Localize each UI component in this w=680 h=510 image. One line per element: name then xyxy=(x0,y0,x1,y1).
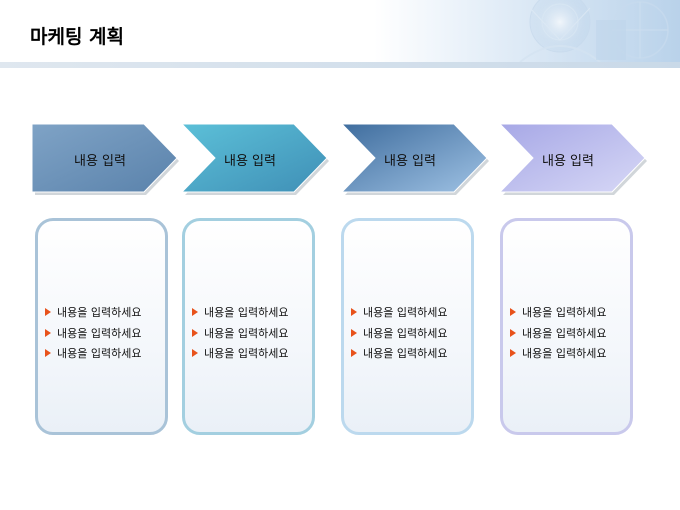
list-item: 내용을 입력하세요 xyxy=(510,302,606,323)
triangle-bullet-icon xyxy=(510,349,516,358)
triangle-bullet-icon xyxy=(45,308,51,317)
list-item-text: 내용을 입력하세요 xyxy=(204,326,289,340)
step-arrow-2: 내용 입력 xyxy=(182,124,330,196)
list-item-text: 내용을 입력하세요 xyxy=(522,306,607,320)
triangle-bullet-icon xyxy=(192,349,198,358)
list-item: 내용을 입력하세요 xyxy=(351,343,447,364)
header-banner xyxy=(0,0,680,68)
arrow-shape xyxy=(182,124,328,193)
list-item: 내용을 입력하세요 xyxy=(192,302,288,323)
list-item-text: 내용을 입력하세요 xyxy=(363,326,448,340)
step-label: 내용 입력 xyxy=(384,154,436,169)
content-box-2: 내용을 입력하세요 내용을 입력하세요 내용을 입력하세요 xyxy=(182,218,315,435)
list-item-text: 내용을 입력하세요 xyxy=(363,347,448,361)
bullet-list: 내용을 입력하세요 내용을 입력하세요 내용을 입력하세요 xyxy=(192,302,288,364)
list-item: 내용을 입력하세요 xyxy=(192,323,288,344)
chevron-arrow-icon xyxy=(500,124,647,195)
bullet-list: 내용을 입력하세요 내용을 입력하세요 내용을 입력하세요 xyxy=(510,302,606,364)
triangle-bullet-icon xyxy=(351,328,357,337)
list-item-text: 내용을 입력하세요 xyxy=(522,326,607,340)
bullet-list: 내용을 입력하세요 내용을 입력하세요 내용을 입력하세요 xyxy=(45,302,141,364)
list-item-text: 내용을 입력하세요 xyxy=(363,306,448,320)
triangle-bullet-icon xyxy=(351,308,357,317)
arrow-shape xyxy=(342,124,488,193)
triangle-bullet-icon xyxy=(351,349,357,358)
list-item-text: 내용을 입력하세요 xyxy=(57,347,142,361)
step-arrow-4: 내용 입력 xyxy=(500,124,648,196)
list-item: 내용을 입력하세요 xyxy=(351,323,447,344)
content-box-4: 내용을 입력하세요 내용을 입력하세요 내용을 입력하세요 xyxy=(500,218,633,435)
banner-underline xyxy=(0,62,680,68)
triangle-bullet-icon xyxy=(45,328,51,337)
step-label: 내용 입력 xyxy=(74,154,126,169)
list-item: 내용을 입력하세요 xyxy=(192,343,288,364)
list-item: 내용을 입력하세요 xyxy=(510,343,606,364)
content-box-3: 내용을 입력하세요 내용을 입력하세요 내용을 입력하세요 xyxy=(341,218,474,435)
step-arrow-1: 내용 입력 xyxy=(32,124,180,196)
list-item-text: 내용을 입력하세요 xyxy=(204,347,289,361)
list-item: 내용을 입력하세요 xyxy=(351,302,447,323)
list-item-text: 내용을 입력하세요 xyxy=(57,326,142,340)
list-item-text: 내용을 입력하세요 xyxy=(57,306,142,320)
list-item-text: 내용을 입력하세요 xyxy=(204,306,289,320)
step-label: 내용 입력 xyxy=(224,154,276,169)
arrow-shape xyxy=(32,124,178,193)
list-item: 내용을 입력하세요 xyxy=(510,323,606,344)
arrow-shape xyxy=(500,124,646,193)
banner-decoration-icon xyxy=(519,0,669,63)
triangle-bullet-icon xyxy=(192,308,198,317)
triangle-bullet-icon xyxy=(510,328,516,337)
step-label: 내용 입력 xyxy=(542,154,594,169)
chevron-arrow-icon xyxy=(32,124,179,195)
list-item: 내용을 입력하세요 xyxy=(45,302,141,323)
list-item: 내용을 입력하세요 xyxy=(45,343,141,364)
step-arrow-3: 내용 입력 xyxy=(342,124,490,196)
triangle-bullet-icon xyxy=(45,349,51,358)
list-item: 내용을 입력하세요 xyxy=(45,323,141,344)
triangle-bullet-icon xyxy=(192,328,198,337)
list-item-text: 내용을 입력하세요 xyxy=(522,347,607,361)
chevron-arrow-icon xyxy=(342,124,489,195)
slide-title: 마케팅 계획 xyxy=(30,26,125,48)
content-box-1: 내용을 입력하세요 내용을 입력하세요 내용을 입력하세요 xyxy=(35,218,168,435)
chevron-arrow-icon xyxy=(182,124,329,195)
bullet-list: 내용을 입력하세요 내용을 입력하세요 내용을 입력하세요 xyxy=(351,302,447,364)
triangle-bullet-icon xyxy=(510,308,516,317)
